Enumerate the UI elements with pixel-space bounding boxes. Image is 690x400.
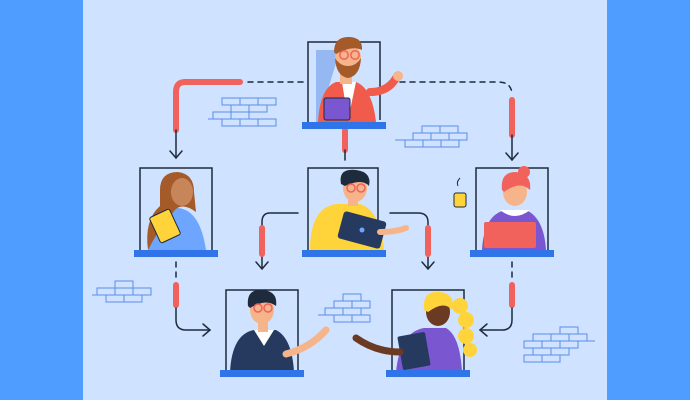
node-bottom-left <box>220 289 330 377</box>
window-sill <box>134 250 218 257</box>
connector-center-to-bottom-left-dark <box>261 212 299 269</box>
window-sill <box>470 250 554 257</box>
shirt-collar <box>254 330 274 346</box>
window-sill <box>302 122 386 129</box>
connector-mid-right-to-bottom-right-dark <box>479 307 513 331</box>
window-frame <box>475 167 549 250</box>
connector-lines <box>169 79 519 337</box>
hair-curl-4 <box>463 343 477 357</box>
node-mid-left <box>134 167 218 257</box>
brick-pattern-bottom-right <box>523 326 595 363</box>
steam <box>456 177 461 187</box>
face <box>171 178 193 206</box>
hair-curl-2 <box>458 312 474 328</box>
shirt-collar <box>500 210 530 216</box>
hair <box>340 169 370 186</box>
connector-center-to-bottom-right-dark <box>389 212 429 269</box>
arrowhead-mid-left <box>169 150 183 160</box>
hair <box>423 291 453 312</box>
neck <box>258 318 268 332</box>
window-sill <box>220 370 304 377</box>
arrowhead-bottom-right-side <box>478 323 488 337</box>
pointing-hand <box>377 225 409 235</box>
raised-arm <box>366 74 400 96</box>
hair <box>334 36 363 54</box>
glasses-right <box>350 50 360 60</box>
node-mid-center <box>302 167 409 257</box>
raised-hand <box>393 71 403 81</box>
glasses-right <box>356 183 366 193</box>
node-bottom-right <box>352 289 477 377</box>
hair-curl-3 <box>458 328 474 344</box>
hair-bun <box>518 166 530 178</box>
connector-top-to-mid-left-red <box>173 79 243 133</box>
hair <box>247 289 277 308</box>
dash-top-right <box>399 81 513 96</box>
laptop-logo <box>359 227 365 233</box>
window-frame <box>139 167 213 250</box>
brick-pattern-top-left <box>208 97 277 127</box>
beard <box>335 58 361 78</box>
hair-curl-1 <box>452 298 468 314</box>
node-mid-right <box>453 166 554 257</box>
window-sill <box>386 370 470 377</box>
glasses-left <box>253 303 263 313</box>
arrowhead-bottom-left <box>255 261 269 271</box>
node-top-manager <box>302 36 403 129</box>
brick-pattern-center <box>318 293 371 323</box>
laptop <box>484 222 536 248</box>
document-folder <box>323 97 351 121</box>
gesturing-arm <box>352 334 404 356</box>
notebook <box>397 332 431 370</box>
glasses-right <box>263 303 273 313</box>
glasses-left <box>339 50 349 60</box>
window-frame <box>307 167 379 250</box>
coffee-mug <box>453 192 467 208</box>
brick-pattern-top-right <box>395 125 468 148</box>
arrowhead-bottom-right <box>421 261 435 271</box>
connector-mid-left-to-bottom-left-dark <box>175 307 211 331</box>
arrowhead-mid-right <box>505 152 519 162</box>
arrowhead-bottom-left-side <box>202 323 212 337</box>
window-sill <box>302 250 386 257</box>
gesturing-arm <box>282 326 330 358</box>
brick-pattern-mid-left <box>92 280 152 303</box>
shirt <box>230 330 294 372</box>
glasses-left <box>346 183 356 193</box>
yellow-notepad <box>149 208 181 244</box>
